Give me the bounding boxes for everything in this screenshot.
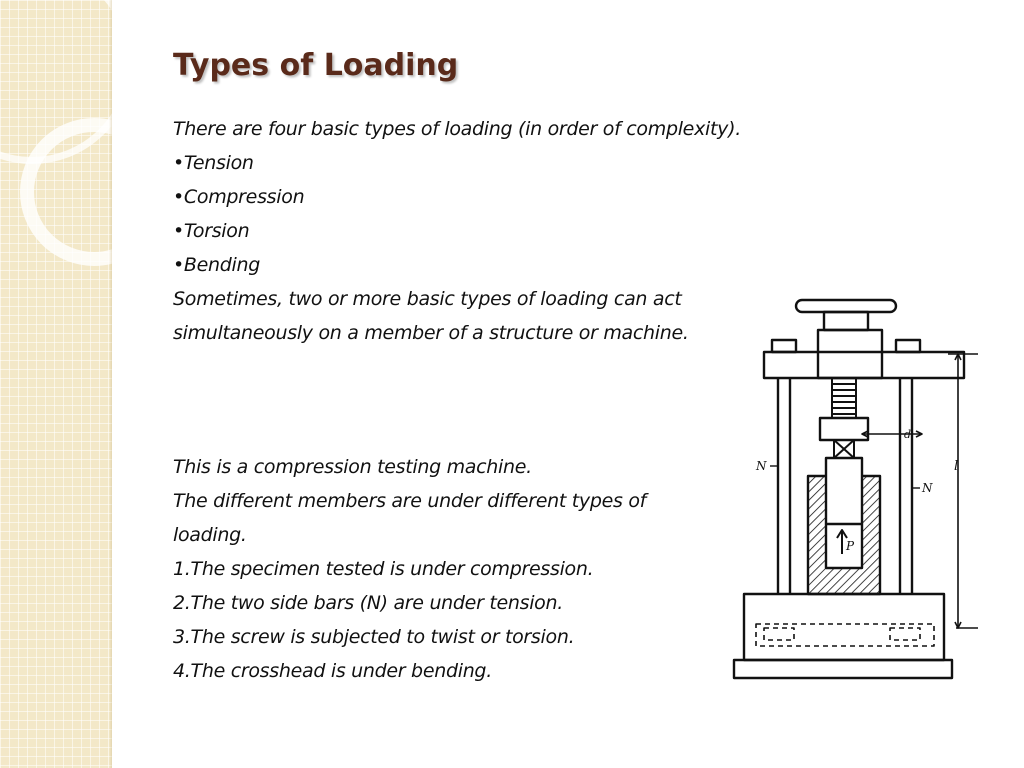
- combined-loading-line: simultaneously on a member of a structur…: [173, 322, 689, 344]
- combined-loading-line: Sometimes, two or more basic types of lo…: [173, 288, 682, 310]
- decorative-side-panel: [0, 0, 112, 768]
- side-bars: [776, 378, 914, 594]
- compression-testing-machine-diagram: P d l N N: [732, 298, 978, 680]
- screw-joint: [833, 439, 855, 459]
- specimen-housing: [806, 456, 882, 596]
- width-dimension: [861, 430, 923, 438]
- machine-line: The different members are under differen…: [173, 490, 647, 512]
- load-label: P: [845, 539, 855, 553]
- numbered-item: 1.The specimen tested is under compressi…: [173, 558, 594, 580]
- numbered-item: 3.The screw is subjected to twist or tor…: [173, 626, 575, 648]
- left-bar-label: N: [755, 459, 767, 473]
- numbered-item: 2.The two side bars (N) are under tensio…: [173, 592, 563, 614]
- bullet-tension: •Tension: [173, 152, 254, 174]
- base-recesses: [755, 623, 935, 647]
- bullet-torsion: •Torsion: [173, 220, 250, 242]
- right-bar-label: N: [921, 481, 933, 495]
- handwheel-stem: [822, 310, 870, 332]
- machine-base: [732, 592, 954, 680]
- numbered-item: 4.The crosshead is under bending.: [173, 660, 492, 682]
- machine-description: This is a compression testing machine. T…: [173, 450, 646, 688]
- height-label: l: [954, 459, 958, 474]
- slide-title: Types of Loading: [173, 48, 459, 83]
- intro-text: There are four basic types of loading (i…: [173, 112, 741, 350]
- crosshead: [762, 328, 966, 380]
- bar-leaders: [770, 465, 920, 489]
- width-label: d: [904, 428, 911, 441]
- machine-line: This is a compression testing machine.: [173, 456, 532, 478]
- handwheel: [794, 298, 898, 314]
- machine-line: loading.: [173, 524, 247, 546]
- intro-line: There are four basic types of loading (i…: [173, 118, 741, 140]
- load-arrow: [836, 529, 848, 554]
- loading-block: [818, 416, 870, 442]
- screw: [831, 377, 857, 419]
- bullet-bending: •Bending: [173, 254, 261, 276]
- height-dimension: [948, 353, 978, 629]
- bullet-compression: •Compression: [173, 186, 305, 208]
